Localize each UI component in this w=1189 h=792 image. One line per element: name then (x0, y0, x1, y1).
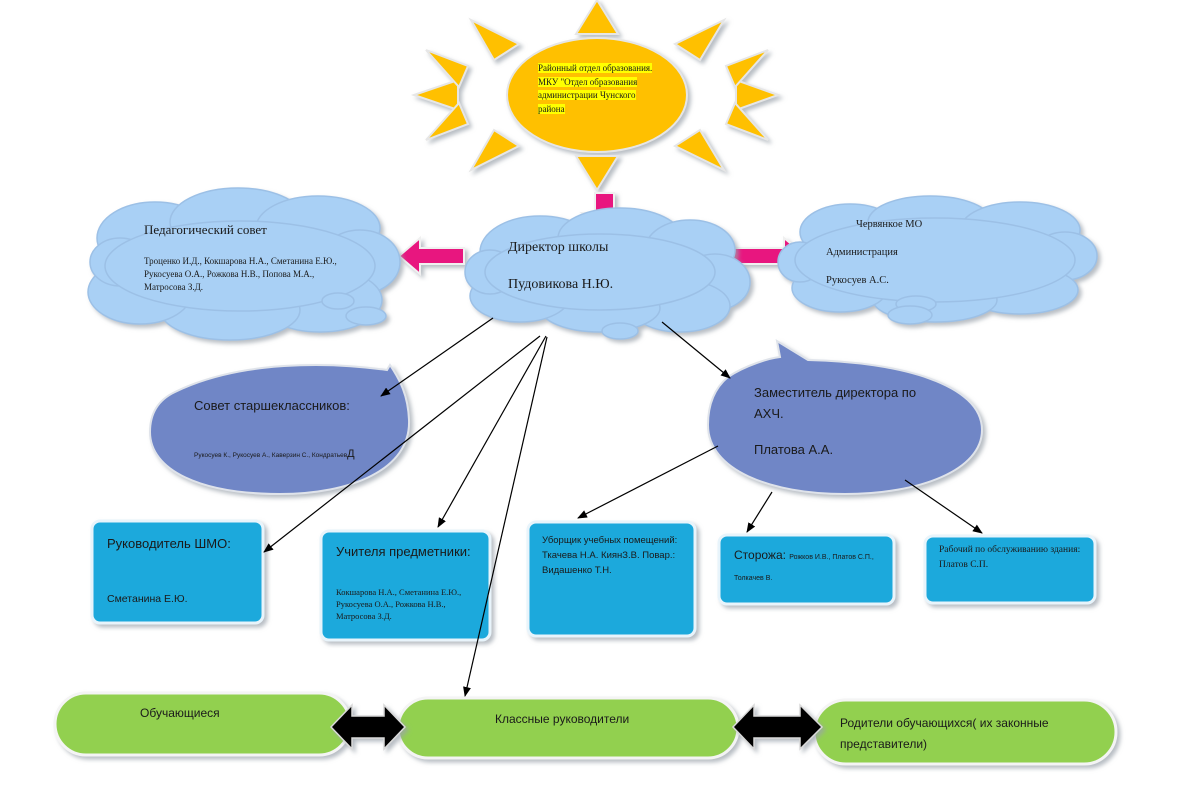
connector-arrows (263, 317, 983, 697)
teachers-members: Кокшарова Н.А., Сметанина Е.Ю., Рукосуев… (336, 587, 462, 621)
box-shapes (90, 519, 1097, 642)
senior-council-members: Рукосуев К., Рукосуев А., Каверзин С., К… (194, 448, 355, 460)
ped-council-title: Педагогический совет (144, 222, 267, 237)
cleaners-text: Уборщик учебных помещений: Ткачева Н.А. … (542, 535, 678, 576)
senior-council-title: Совет старшеклассников: (194, 398, 350, 413)
teachers-title: Учителя предметники: (336, 544, 471, 559)
students-label: Обучающиеся (140, 706, 220, 720)
pink-arrow-left (397, 235, 465, 277)
deputy-name: Платова А.А. (754, 442, 834, 457)
sun-text: Районный отдел образования. МКУ "Отдел о… (538, 63, 653, 114)
director-title: Директор школы (508, 240, 609, 255)
mo-line3: Рукосуев А.С. (826, 275, 889, 286)
director-name: Пудовикова Н.Ю. (508, 277, 614, 292)
double-arrow-right (731, 703, 824, 751)
mo-cloud (777, 195, 1098, 325)
mo-title: Червянкое МО (856, 219, 923, 230)
ped-council-cloud (87, 187, 401, 341)
deputy-oval (706, 338, 984, 496)
double-arrow-left (329, 703, 407, 751)
deputy-title: Заместитель директора по АХЧ. (754, 385, 917, 421)
mo-line2: Администрация (826, 247, 898, 258)
class-teachers-label: Классные руководители (495, 712, 630, 726)
guards-text: Сторожа: Рожков И.В., Платов С.П., Толка… (734, 548, 874, 582)
pill-shapes (53, 691, 1118, 766)
ped-council-members: Троценко И.Д., Кокшарова Н.А., Сметанина… (144, 256, 337, 292)
worker-text: Рабочий по обслуживанию здания: Платов С… (939, 545, 1081, 570)
director-cloud (464, 207, 751, 340)
shmo-name: Сметанина Е.Ю. (107, 593, 188, 605)
parents-label: Родители обучающихся( их законные предст… (840, 716, 1049, 751)
senior-council-oval (148, 363, 411, 496)
shmo-title: Руководитель ШМО: (107, 536, 231, 551)
